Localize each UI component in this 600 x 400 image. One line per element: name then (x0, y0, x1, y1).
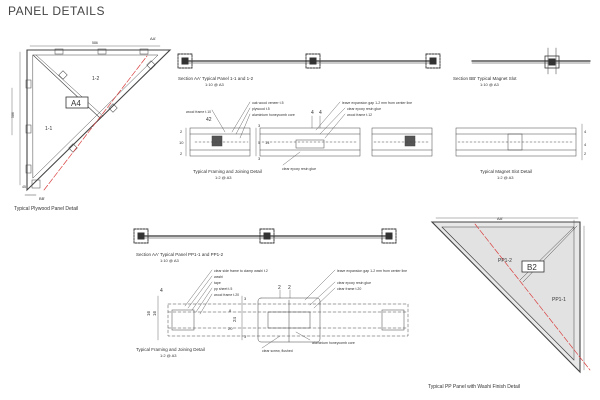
section-bb-drawing (471, 47, 591, 75)
section-aa-2-scale: 1:10 @ A3 (160, 258, 180, 263)
magnet-dim-4b: 4 (584, 142, 587, 147)
magnet-dim-2: 2 (584, 151, 587, 156)
dim-10: 10 (179, 140, 184, 145)
label-epoxy-glue-2: clear epoxy resin glue (337, 281, 371, 285)
plywood-panel-label-b: 1-2 (92, 76, 99, 82)
magnet-slot-caption: Typical Magnet Slot Detail (480, 169, 532, 174)
label-washi: washi (214, 275, 223, 279)
dim-4b: 4 (319, 110, 322, 116)
dim-14: 14 (265, 140, 270, 145)
section-bb-scale: 1:10 @ A3 (480, 82, 500, 87)
dim-3a: 3 (258, 123, 261, 128)
dim2-24: 24 (232, 316, 237, 322)
label-plywood: plywood t.5 (252, 107, 270, 111)
section-aa-2-drawing (133, 228, 397, 244)
section-mark-aa: AA' (150, 36, 156, 41)
plywood-tag-box (65, 96, 89, 109)
label-tape: tape (214, 281, 221, 285)
pp-section-mark-aa: AA' (497, 216, 503, 221)
magnet-slot-drawing (455, 123, 583, 161)
label-pp-sheet: pp sheet t.5 (214, 287, 232, 291)
dim-5: 5 (258, 140, 261, 145)
pp-panel-tag: B2 (527, 263, 537, 272)
pp-tag-box (521, 260, 545, 273)
section-aa-1-title: Section AA' Typical Panel 1-1 and 1-2 (178, 76, 254, 81)
plywood-dim-top: 586 (92, 41, 98, 45)
label-wood-frame-10: wood frame t.10 (186, 110, 211, 114)
section-aa-1-scale: 1:10 @ A3 (205, 82, 225, 87)
label-oak-veneer: oak wood veneer t.5 (252, 101, 284, 105)
dim2-4: 4 (160, 288, 163, 294)
label-clear-side-frame: clear side frame to clamp washi t.2 (214, 269, 268, 273)
label-epoxy-bottom: clear epoxy resin glue (282, 167, 316, 171)
section-bb-title: Section BB' Typical Magnet Slot (453, 76, 517, 81)
framing-1-scale: 1:2 @ A3 (215, 175, 232, 180)
dim2-2a: 2 (278, 285, 281, 291)
dim2-16a: 16 (146, 310, 151, 316)
pp-panel-caption: Typical PP Panel with Washi Finish Detai… (428, 384, 520, 390)
framing-2-scale: 1:2 @ A3 (160, 353, 177, 358)
dim-3b: 3 (258, 156, 261, 161)
dim2-16b: 16 (152, 310, 157, 316)
dim2-20: 20 (228, 326, 233, 331)
label-expansion-gap-1: leave expansion gap 1-2 mm from center l… (342, 101, 412, 105)
framing-1-caption: Typical Framing and Joining Detail (193, 169, 262, 174)
plywood-panel-tag: A4 (71, 99, 81, 108)
label-wood-frame-12: wood frame t.12 (347, 113, 372, 117)
dim-2b: 2 (180, 151, 183, 156)
plywood-panel-caption: Typical Plywood Panel Detail (14, 206, 78, 212)
label-clear-screw: clear screw, flushed (262, 349, 293, 353)
section-aa-2-title: Section AA' Typical Panel PP1-1 and PP1-… (136, 252, 224, 257)
label-expansion-gap-2: leave expansion gap 1-2 mm from center l… (337, 269, 407, 273)
plywood-panel-drawing (11, 45, 172, 196)
framing-detail-2-drawing (157, 269, 409, 349)
label-wood-frame-20: wood frame t.20 (214, 293, 239, 297)
label-honeycomb-2: aluminium honeycomb core (312, 341, 355, 345)
pp-panel-label-a: PP1-2 (498, 258, 512, 264)
section-mark-bb: BB' (39, 196, 45, 201)
framing-2-caption: Typical Framing and Joining Detail (136, 347, 205, 352)
label-epoxy-glue-1: clear epoxy resin glue (347, 107, 381, 111)
dim-42: 42 (206, 117, 212, 123)
dim2-8: 8 (229, 308, 232, 313)
pp-panel-drawing (430, 217, 591, 374)
label-clear-frame: clear frame t.20 (337, 287, 361, 291)
plywood-dim-corner: 45 (22, 185, 26, 189)
magnet-dim-4a: 4 (584, 129, 587, 134)
framing-detail-1-drawing (185, 101, 433, 166)
section-aa-1-drawing (177, 53, 441, 69)
plywood-panel-label-a: 1-1 (45, 126, 52, 132)
dim-4a: 4 (311, 110, 314, 116)
plywood-dim-side: 586 (11, 112, 15, 118)
dim2-3b: 3 (244, 334, 247, 339)
dim2-2b: 2 (288, 285, 291, 291)
magnet-slot-scale: 1:2 @ A3 (497, 175, 514, 180)
dim2-3a: 3 (244, 296, 247, 301)
page-title: PANEL DETAILS (8, 4, 105, 18)
label-honeycomb-1: aluminium honeycomb core (252, 113, 295, 117)
dim-2a: 2 (180, 129, 183, 134)
pp-panel-label-b: PP1-1 (552, 297, 566, 303)
